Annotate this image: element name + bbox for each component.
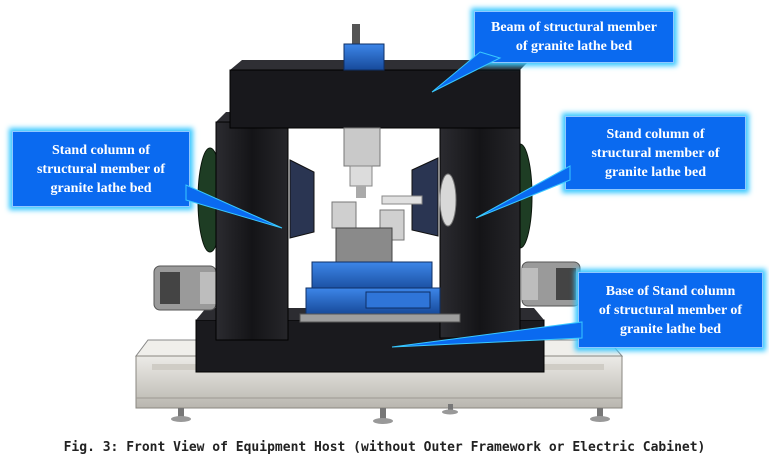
leveling-foot-icon	[171, 408, 191, 422]
right-column-callout: Stand column of structural member of gra…	[565, 116, 746, 190]
base-callout: Base of Stand column of structural membe…	[578, 272, 763, 348]
spindle-icon	[343, 127, 381, 198]
leveling-foot-icon	[590, 408, 610, 422]
top-actuator	[343, 24, 385, 71]
left-stand-column	[215, 112, 289, 341]
figure-caption: Fig. 3: Front View of Equipment Host (wi…	[63, 440, 706, 455]
leveling-foot-icon	[442, 404, 458, 415]
motor-icon	[153, 265, 218, 311]
beam-callout: Beam of structural member of granite lat…	[474, 11, 674, 63]
leveling-foot-icon	[373, 408, 393, 424]
left-column-callout: Stand column of structural member of gra…	[12, 131, 190, 207]
motion-stage	[299, 201, 461, 323]
motor-icon	[521, 261, 581, 307]
